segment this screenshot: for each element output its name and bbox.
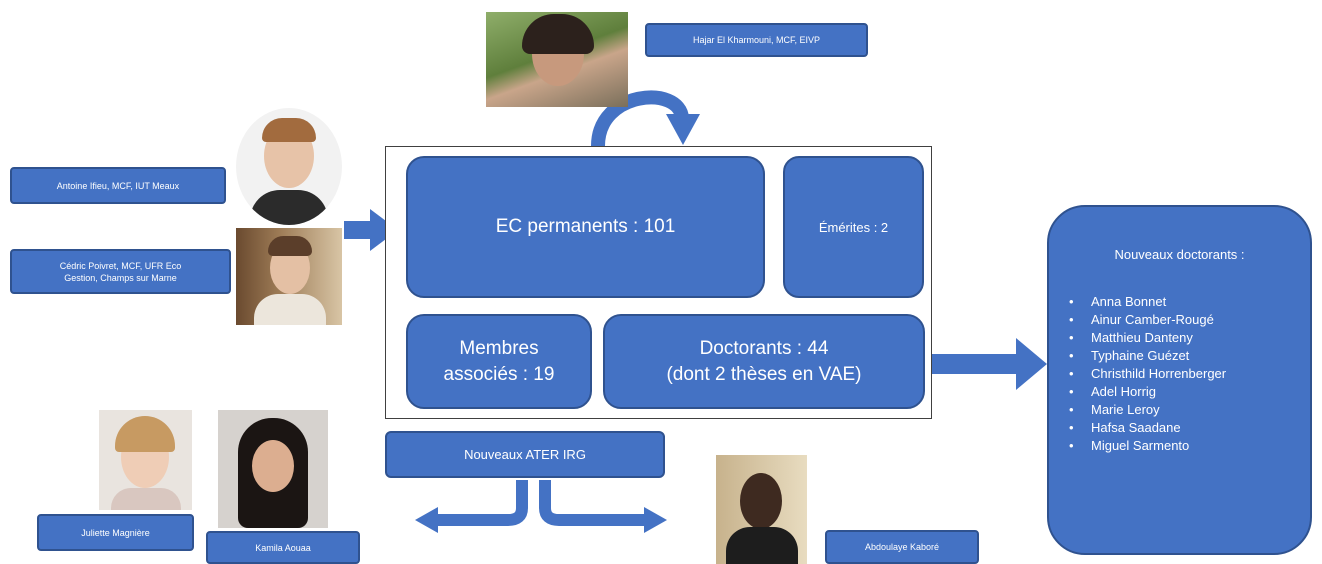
- hajar-curved-arrow: [591, 90, 689, 147]
- membres-associes-line2: associés : 19: [443, 363, 555, 385]
- list-item: Hafsa Saadane: [1069, 419, 1226, 437]
- cedric-label-box: Cédric Poivret, MCF, UFR Eco Gestion, Ch…: [10, 249, 231, 294]
- new-doctorants-list: Anna Bonnet Ainur Camber-Rougé Matthieu …: [1069, 293, 1226, 455]
- ater-left-arrow-head: [415, 507, 438, 533]
- emerites-box: Émérites : 2: [783, 156, 924, 298]
- abdoulaye-photo: [716, 455, 807, 564]
- abdoulaye-label-box: Abdoulaye Kaboré: [825, 530, 979, 564]
- juliette-label: Juliette Magnière: [81, 527, 150, 538]
- juliette-label-box: Juliette Magnière: [37, 514, 194, 551]
- hajar-photo: [486, 12, 628, 107]
- left-arrow-head: [370, 209, 398, 251]
- doctorants-line1: Doctorants : 44: [699, 337, 829, 359]
- membres-associes-line1: Membres: [459, 337, 539, 359]
- antoine-label-box: Antoine Ifieu, MCF, IUT Meaux: [10, 167, 226, 204]
- emerites-label: Émérites : 2: [818, 219, 889, 235]
- list-item: Adel Horrig: [1069, 383, 1226, 401]
- doctorants-line2: (dont 2 thèses en VAE): [666, 363, 862, 385]
- doctorants-box: Doctorants : 44 (dont 2 thèses en VAE): [603, 314, 925, 409]
- juliette-photo: [99, 410, 192, 510]
- ater-right-arrow-path: [539, 480, 646, 526]
- kamila-label-box: Kamila Aouaa: [206, 531, 360, 564]
- membres-associes-box: Membres associés : 19: [406, 314, 592, 409]
- ec-permanents-box: EC permanents : 101: [406, 156, 765, 298]
- ec-permanents-label: EC permanents : 101: [495, 216, 676, 237]
- list-item: Matthieu Danteny: [1069, 329, 1226, 347]
- list-item: Ainur Camber-Rougé: [1069, 311, 1226, 329]
- left-arrow-shaft: [344, 221, 372, 239]
- right-arrow-head: [1016, 338, 1047, 390]
- kamila-photo: [218, 410, 328, 528]
- cedric-photo: [236, 228, 342, 325]
- list-item: Typhaine Guézet: [1069, 347, 1226, 365]
- antoine-photo: [236, 108, 342, 225]
- hajar-arrow-head: [666, 114, 700, 145]
- kamila-label: Kamila Aouaa: [255, 542, 311, 553]
- list-item: Anna Bonnet: [1069, 293, 1226, 311]
- hajar-label: Hajar El Kharmouni, MCF, EIVP: [692, 35, 821, 45]
- ater-right-arrow-head: [644, 507, 667, 533]
- cedric-label-line2: Gestion, Champs sur Marne: [64, 272, 177, 283]
- list-item: Miguel Sarmento: [1069, 437, 1226, 455]
- new-doctorants-title: Nouveaux doctorants :: [1114, 247, 1245, 262]
- cedric-label-line1: Cédric Poivret, MCF, UFR Eco: [59, 260, 182, 271]
- ater-title: Nouveaux ATER IRG: [464, 447, 586, 462]
- list-item: Christhild Horrenberger: [1069, 365, 1226, 383]
- ater-left-arrow-path: [436, 480, 528, 526]
- abdoulaye-label: Abdoulaye Kaboré: [864, 542, 940, 552]
- list-item: Marie Leroy: [1069, 401, 1226, 419]
- antoine-label: Antoine Ifieu, MCF, IUT Meaux: [56, 180, 180, 191]
- hajar-label-box: Hajar El Kharmouni, MCF, EIVP: [645, 23, 868, 57]
- ater-title-box: Nouveaux ATER IRG: [385, 431, 665, 478]
- new-doctorants-box: Nouveaux doctorants : Anna Bonnet Ainur …: [1047, 205, 1312, 555]
- right-arrow-shaft: [932, 354, 1018, 374]
